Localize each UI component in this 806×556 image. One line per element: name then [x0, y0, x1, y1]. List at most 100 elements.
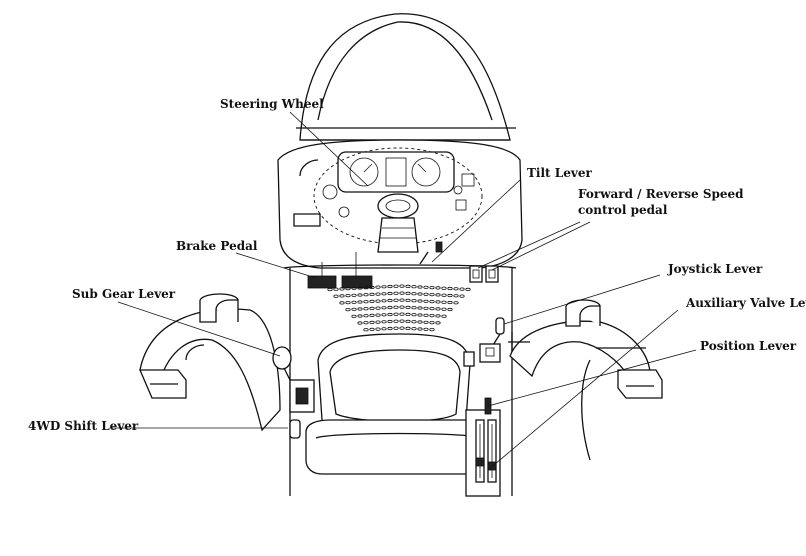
floor-mat-dot	[417, 327, 423, 331]
tilt-lever	[419, 241, 443, 265]
floor-mat-dot	[399, 319, 405, 323]
floor-mat-dot	[393, 312, 399, 316]
hood-canopy	[296, 13, 516, 141]
leader-forward-reverse-2	[491, 221, 591, 271]
floor-mat-dot	[375, 292, 381, 296]
floor-mat-dot	[405, 298, 411, 302]
floor-mat-dot	[375, 320, 381, 324]
label-position-lever: Position Lever	[700, 339, 797, 353]
right-fender	[509, 299, 663, 461]
leader-forward-reverse-1	[477, 221, 581, 269]
floor-mat-dot	[399, 305, 405, 309]
floor-mat-dot	[369, 306, 375, 310]
label-auxiliary-valve-lever: Auxiliary Valve Lever	[685, 296, 806, 310]
floor-mat-dot	[423, 313, 429, 317]
floor-mat-dot	[435, 321, 441, 325]
floor-mat-dot	[411, 306, 417, 310]
floor-mat-dot	[423, 327, 429, 331]
floor-mat-dot	[345, 286, 351, 291]
floor-mat-dot	[405, 312, 411, 316]
floor-mat-dot	[351, 307, 357, 311]
floor-mat-dot	[435, 314, 441, 318]
floor-mat-dot	[393, 298, 399, 302]
floor-mat-dot	[363, 314, 369, 318]
floor-mat-dot	[381, 320, 387, 324]
floor-mat-dot	[357, 321, 363, 325]
floor-mat-dot	[405, 326, 411, 330]
floor-mat-dot	[411, 299, 417, 303]
floor-mat-dot	[369, 299, 375, 303]
floor-mat-dot	[387, 284, 393, 289]
floor-mat-dot	[345, 293, 351, 298]
floor-mat-dot	[393, 326, 399, 330]
floor-mat-dot	[363, 300, 369, 304]
floor-mat-dot	[423, 299, 429, 303]
floor-mat-dot	[453, 287, 459, 291]
floor-mat-dot	[417, 299, 423, 303]
floor-mat-dot	[375, 306, 381, 310]
floor-mat-dot	[375, 299, 381, 303]
floor-mat-dot	[393, 291, 399, 295]
floor-mat-dot	[429, 299, 435, 304]
floor-mat-dot	[405, 319, 411, 323]
floor-mat-dot	[441, 307, 447, 311]
floor-mat-dot	[387, 291, 393, 296]
floor-mat-dot	[399, 326, 405, 330]
label-forward-reverse-line2: control pedal	[578, 203, 668, 217]
floor-mat-dot	[447, 300, 453, 305]
leader-auxiliary-valve-lever	[487, 309, 679, 471]
floor-mat-dot	[411, 327, 417, 331]
floor-mat-dot	[351, 314, 357, 318]
floor-mat-dot	[393, 319, 399, 323]
floor-mat-dot	[351, 293, 357, 297]
label-joystick-lever: Joystick Lever	[667, 262, 763, 276]
label-brake-pedal: Brake Pedal	[176, 239, 258, 253]
floor-mat-dot	[417, 306, 423, 310]
floor-mat-dot	[357, 286, 363, 290]
floor-mat-dot	[363, 293, 369, 297]
leader-tilt-lever	[431, 179, 521, 263]
floor-mat-dot	[375, 285, 381, 289]
leader-lines	[110, 111, 697, 471]
floor-mat-dot	[399, 291, 405, 295]
sub-gear-lever	[272, 346, 315, 413]
steering-wheel	[313, 147, 483, 253]
floor-mat-dot	[417, 285, 423, 289]
floor-mat-dot	[351, 286, 357, 290]
label-sub-gear-lever: Sub Gear Lever	[72, 287, 176, 301]
floor-mat-dot	[417, 313, 423, 317]
instrument-cluster	[337, 151, 475, 211]
floor-mat	[327, 284, 471, 332]
floor-mat-dot	[441, 314, 447, 318]
floor-mat-dot	[381, 299, 387, 303]
leader-joystick-lever	[503, 274, 661, 325]
floor-mat-dot	[381, 285, 387, 289]
floor-mat-dot	[405, 305, 411, 309]
floor-mat-dot	[333, 287, 339, 291]
floor-mat-dot	[357, 300, 363, 304]
label-4wd-shift-lever: 4WD Shift Lever	[28, 419, 139, 433]
floor-mat-dot	[405, 284, 411, 288]
floor-mat-dot	[423, 292, 429, 296]
left-fender	[139, 293, 281, 432]
floor-mat-dot	[429, 313, 435, 318]
floor-mat-dot	[369, 320, 375, 324]
floor-mat-dot	[369, 327, 375, 331]
label-tilt-lever: Tilt Lever	[527, 166, 592, 180]
floor-mat-dot	[369, 313, 375, 317]
floor-mat-dot	[387, 312, 393, 317]
floor-mat-dot	[369, 285, 375, 289]
floor-mat-dot	[327, 287, 333, 292]
hydraulic-lever-console	[465, 397, 501, 497]
floor-mat-dot	[411, 285, 417, 289]
floor-mat-dot	[429, 320, 435, 325]
label-forward-reverse-line1: Forward / Reverse Speed	[578, 187, 744, 201]
floor-mat-dot	[357, 293, 363, 297]
floor-mat-dot	[459, 287, 465, 291]
floor-mat-dot	[435, 286, 441, 290]
floor-mat-dot	[375, 327, 381, 331]
leader-sub-gear-lever	[117, 301, 281, 357]
floor-mat-dot	[411, 292, 417, 296]
floor-mat-dot	[339, 301, 345, 305]
